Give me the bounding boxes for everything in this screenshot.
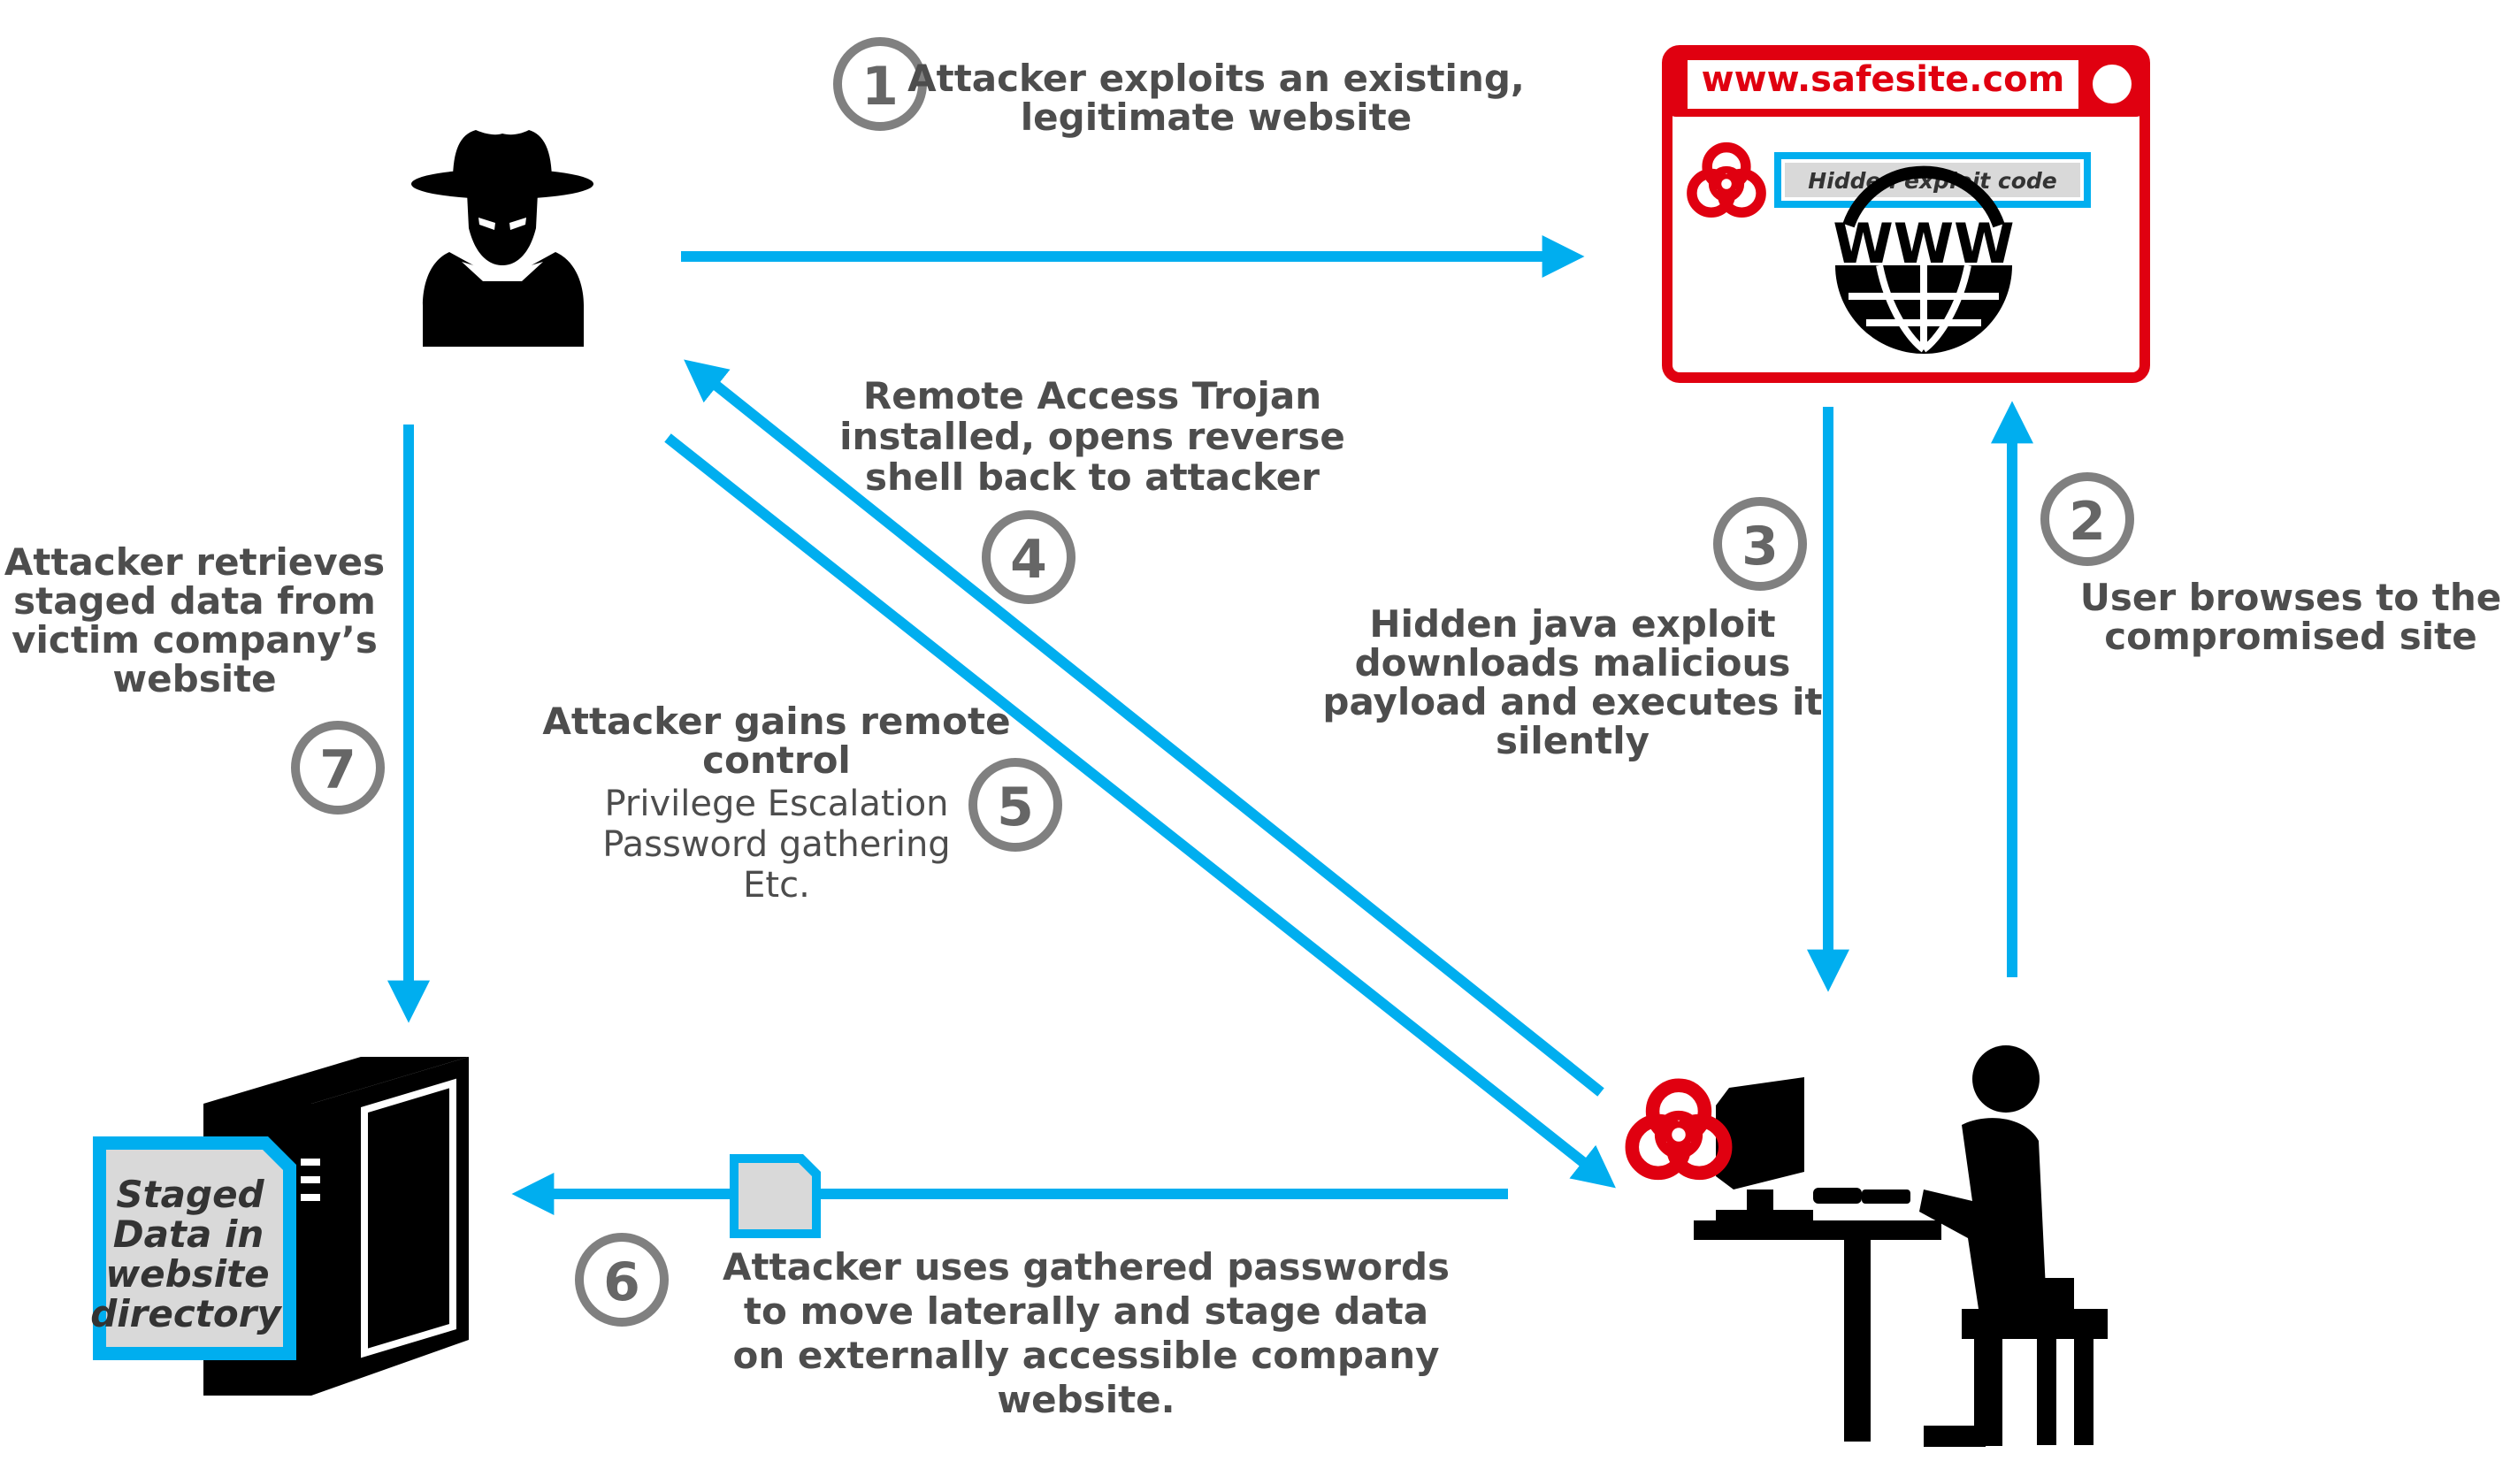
- data-packet-icon: [730, 1154, 821, 1238]
- step-5-detail-line-1: Privilege Escalation: [604, 784, 948, 824]
- step-1-label: Attacker exploits an existing, legitimat…: [907, 57, 1525, 139]
- step-3-line-3: payload and executes it: [1322, 680, 1822, 723]
- step-number-1: 1: [861, 56, 899, 118]
- step-5-detail-line-2: Password gathering: [602, 824, 950, 865]
- website-url: www.safesite.com: [1702, 59, 2065, 100]
- step-badge-7: 7: [291, 721, 385, 815]
- step-2-label: User browses to the compromised site: [2080, 576, 2501, 658]
- step-badge-6: 6: [575, 1233, 669, 1327]
- doc-line-1: Staged: [116, 1173, 264, 1216]
- step-5-detail-line-3: Etc.: [743, 865, 810, 906]
- doc-line-2: Data in: [113, 1212, 264, 1256]
- step-7-line-2: staged data from: [13, 579, 376, 623]
- step-4-line-2: installed, opens reverse: [839, 415, 1345, 458]
- doc-line-4: directory: [90, 1292, 282, 1335]
- step-5-label: Attacker gains remote control Privilege …: [542, 700, 1010, 906]
- step-7-line-3: victim company’s: [11, 618, 378, 662]
- step-number-7: 7: [319, 739, 356, 801]
- step-2-line-1: User browses to the: [2080, 576, 2501, 619]
- step-badge-4: 4: [982, 510, 1075, 604]
- step-3-line-4: silently: [1496, 719, 1650, 762]
- step-badge-3: 3: [1713, 497, 1807, 591]
- step-7-line-4: website: [112, 657, 276, 700]
- step-badge-1: 1: [833, 37, 927, 131]
- step-badge-5: 5: [968, 758, 1062, 852]
- step-7-line-1: Attacker retrieves: [4, 540, 385, 584]
- step-number-6: 6: [603, 1251, 640, 1313]
- step-1-line-2: legitimate website: [1021, 96, 1412, 139]
- step-3-label: Hidden java exploit downloads malicious …: [1322, 602, 1822, 762]
- biohazard-icon: [1632, 1085, 1725, 1173]
- arrow-step4-reverse-shell: [684, 359, 1604, 1097]
- www-globe-icon: WWW: [1833, 165, 2015, 354]
- step-number-5: 5: [997, 776, 1034, 838]
- step-number-4: 4: [1010, 529, 1047, 591]
- step-6-line-3: on externally accessible company: [732, 1334, 1439, 1377]
- step-4-line-1: Remote Access Trojan: [863, 374, 1321, 417]
- step-5-title-line-2: control: [702, 738, 851, 782]
- step-number-2: 2: [2069, 491, 2106, 553]
- compromised-website-window: www.safesite.com Hidden exploit code WWW: [1662, 45, 2150, 383]
- step-3-line-2: downloads malicious: [1355, 641, 1791, 685]
- step-5-title-line-1: Attacker gains remote: [542, 700, 1010, 743]
- arrow-step5-remote-control: [664, 433, 1616, 1189]
- www-text: WWW: [1833, 211, 2014, 276]
- step-badge-2: 2: [2040, 472, 2134, 566]
- step-7-label: Attacker retrieves staged data from vict…: [4, 540, 385, 700]
- step-1-line-1: Attacker exploits an existing,: [907, 57, 1525, 100]
- doc-line-3: website: [105, 1252, 269, 1296]
- arrows: [387, 235, 2033, 1215]
- step-2-line-2: compromised site: [2104, 615, 2476, 658]
- step-6-line-4: website.: [997, 1378, 1175, 1421]
- window-button-icon: [2093, 65, 2132, 103]
- step-number-3: 3: [1741, 516, 1779, 578]
- step-6-line-1: Attacker uses gathered passwords: [723, 1245, 1450, 1289]
- step-4-line-3: shell back to attacker: [865, 455, 1320, 499]
- step-4-label: Remote Access Trojan installed, opens re…: [839, 374, 1345, 499]
- attacker-silhouette-icon: [411, 130, 593, 347]
- step-3-line-1: Hidden java exploit: [1369, 602, 1775, 646]
- step-6-line-2: to move laterally and stage data: [744, 1289, 1428, 1333]
- user-at-computer-icon: [1694, 1045, 2108, 1447]
- step-6-label: Attacker uses gathered passwords to move…: [723, 1245, 1450, 1421]
- staged-data-document-icon: Staged Data in website directory: [90, 1136, 296, 1360]
